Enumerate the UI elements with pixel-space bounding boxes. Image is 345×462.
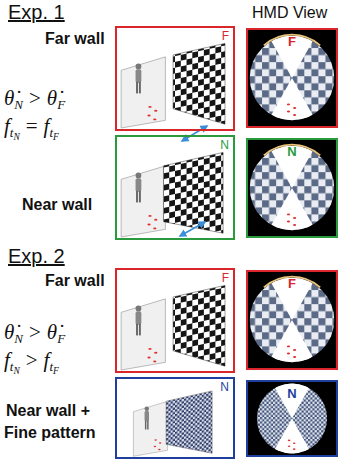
formula: θ̇N>θ̇F xyxy=(4,88,65,111)
formula-part: θ̇ xyxy=(4,320,14,344)
formula-part: t xyxy=(49,359,53,374)
hmd-ground xyxy=(246,138,338,238)
formula-part: t xyxy=(10,359,14,374)
condition-label: Near wall + xyxy=(6,402,90,420)
hmd-panel: N xyxy=(246,380,338,457)
panel-letter: N xyxy=(219,381,230,393)
hmd-view xyxy=(248,276,336,364)
formula-part: F xyxy=(53,366,59,376)
formula-part: f xyxy=(4,114,10,138)
experiment-heading: Exp. 1 xyxy=(8,1,65,24)
formula-part: t xyxy=(49,125,53,140)
scene-near xyxy=(121,152,223,237)
scene-near-fine xyxy=(133,391,212,456)
formula-part: f xyxy=(44,114,50,138)
panel-letter: N xyxy=(219,139,230,151)
experiment-heading: Exp. 2 xyxy=(8,245,65,268)
formula-part: N xyxy=(14,331,23,346)
condition-label: Far wall xyxy=(45,272,105,290)
formula-part: N xyxy=(13,366,19,376)
formula: θ̇N>θ̇F xyxy=(4,322,65,345)
formula-part: F xyxy=(57,97,65,112)
panel-letter: N xyxy=(248,387,336,400)
move-arrow xyxy=(182,126,207,141)
formula-part: t xyxy=(10,125,14,140)
formula-part: > xyxy=(29,320,41,344)
panel-letter: N xyxy=(248,145,336,158)
condition-label: Near wall xyxy=(22,196,92,214)
scene-far xyxy=(121,43,225,128)
hmd-panel: F xyxy=(246,28,338,128)
scene-panel: F xyxy=(115,268,235,373)
formula-part: f xyxy=(44,348,50,372)
formula-part: f xyxy=(4,348,10,372)
condition-label: Far wall xyxy=(45,30,105,48)
panel-letter: F xyxy=(248,35,336,48)
panel-letter: F xyxy=(221,272,230,284)
hmd-panel: F xyxy=(246,270,338,370)
formula-part: = xyxy=(26,114,38,138)
formula-part: > xyxy=(26,348,38,372)
formula-part: N xyxy=(13,132,19,142)
scene-panel: N xyxy=(115,377,235,459)
hmd-view xyxy=(248,144,336,232)
formula-part: F xyxy=(57,331,65,346)
panel-letter: F xyxy=(221,30,230,42)
formula-part: θ̇ xyxy=(4,86,14,110)
formula: ftN>ftF xyxy=(4,350,59,377)
column-heading: HMD View xyxy=(252,4,327,22)
condition-label: Fine pattern xyxy=(4,424,96,442)
formula-part: > xyxy=(29,86,41,110)
hmd-ground xyxy=(246,270,338,370)
move-arrow xyxy=(180,222,205,236)
scene-far xyxy=(121,285,225,370)
scene-panel: N xyxy=(115,135,235,240)
formula-part: θ̇ xyxy=(47,86,57,110)
hmd-ground xyxy=(246,28,338,128)
formula: ftN=ftF xyxy=(4,116,59,143)
formula-part: N xyxy=(14,97,23,112)
scene-panel: F xyxy=(115,26,235,131)
hmd-view xyxy=(248,34,336,122)
formula-part: θ̇ xyxy=(47,320,57,344)
panel-letter: F xyxy=(248,277,336,290)
hmd-panel: N xyxy=(246,138,338,238)
hmd-ground xyxy=(246,380,338,457)
formula-part: F xyxy=(53,132,59,142)
